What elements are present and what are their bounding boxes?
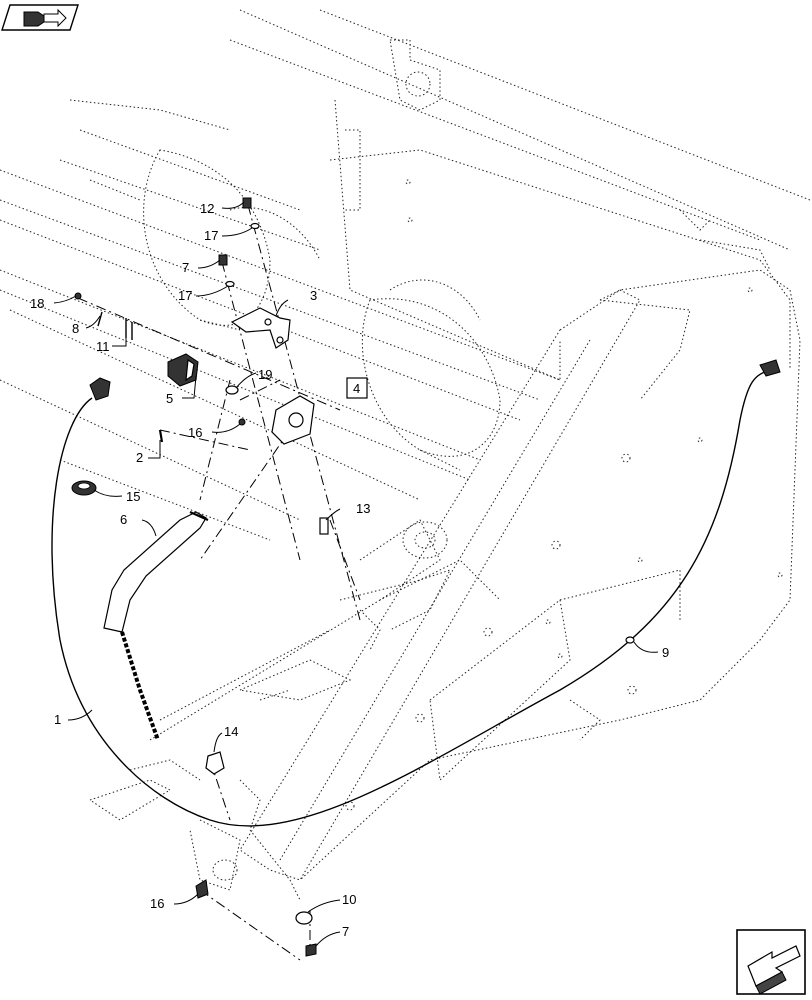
bolt-7a[interactable] [218, 254, 228, 266]
callout-9: 9 [662, 645, 669, 660]
cable-end-connector[interactable] [759, 359, 781, 377]
callout-3: 3 [310, 288, 317, 303]
callout-4: 4 [353, 381, 360, 396]
callout-19: 19 [258, 367, 272, 382]
callout-4-box [346, 377, 368, 399]
callout-8: 8 [72, 321, 79, 336]
bracket-part[interactable] [230, 307, 291, 349]
callout-16a: 16 [188, 425, 202, 440]
nut-16b[interactable] [195, 879, 209, 899]
callout-16b: 16 [150, 896, 164, 911]
callout-18: 18 [30, 296, 44, 311]
callout-6: 6 [120, 512, 127, 527]
next-page-arrow-icon[interactable] [736, 929, 806, 995]
screw-18[interactable] [74, 292, 82, 300]
callout-11: 11 [96, 339, 110, 354]
washer-10[interactable] [295, 911, 313, 925]
callout-15: 15 [126, 489, 140, 504]
sensor-part[interactable] [167, 353, 199, 387]
bolt-7b[interactable] [305, 943, 317, 957]
bushing-19[interactable] [225, 385, 239, 395]
callout-17a: 17 [204, 228, 218, 243]
callout-1: 1 [54, 712, 61, 727]
callout-13: 13 [356, 501, 370, 516]
header-frame [0, 9, 811, 901]
plug-9[interactable] [625, 636, 635, 644]
grommet-part[interactable] [71, 480, 97, 496]
callout-2: 2 [136, 450, 143, 465]
screw-2[interactable] [158, 429, 164, 443]
callout-10: 10 [342, 892, 356, 907]
elbow-14[interactable] [205, 751, 225, 775]
page-navigation-icon[interactable] [1, 4, 79, 31]
spacer-11[interactable] [125, 318, 133, 340]
nut-16a[interactable] [238, 418, 246, 426]
callouts: 12 17 7 17 18 3 8 11 19 4 5 16 2 15 13 6… [30, 201, 669, 939]
cable-connector-part[interactable] [89, 377, 111, 401]
harness-cable[interactable] [51, 369, 771, 827]
callout-14: 14 [224, 724, 238, 739]
chain-part[interactable] [120, 631, 160, 741]
callout-17b: 17 [178, 288, 192, 303]
handle-part[interactable] [103, 510, 209, 633]
leader-lines [53, 201, 659, 947]
callout-7a: 7 [182, 260, 189, 275]
callout-7b: 7 [342, 924, 349, 939]
sensor-plate-part[interactable] [271, 395, 315, 445]
callout-5: 5 [166, 391, 173, 406]
washer-8[interactable] [97, 311, 103, 327]
bolt-12[interactable] [242, 197, 252, 209]
pin-13[interactable] [319, 517, 329, 535]
callout-12: 12 [200, 201, 214, 216]
washer-17b[interactable] [225, 280, 235, 288]
washer-17a[interactable] [250, 222, 260, 230]
